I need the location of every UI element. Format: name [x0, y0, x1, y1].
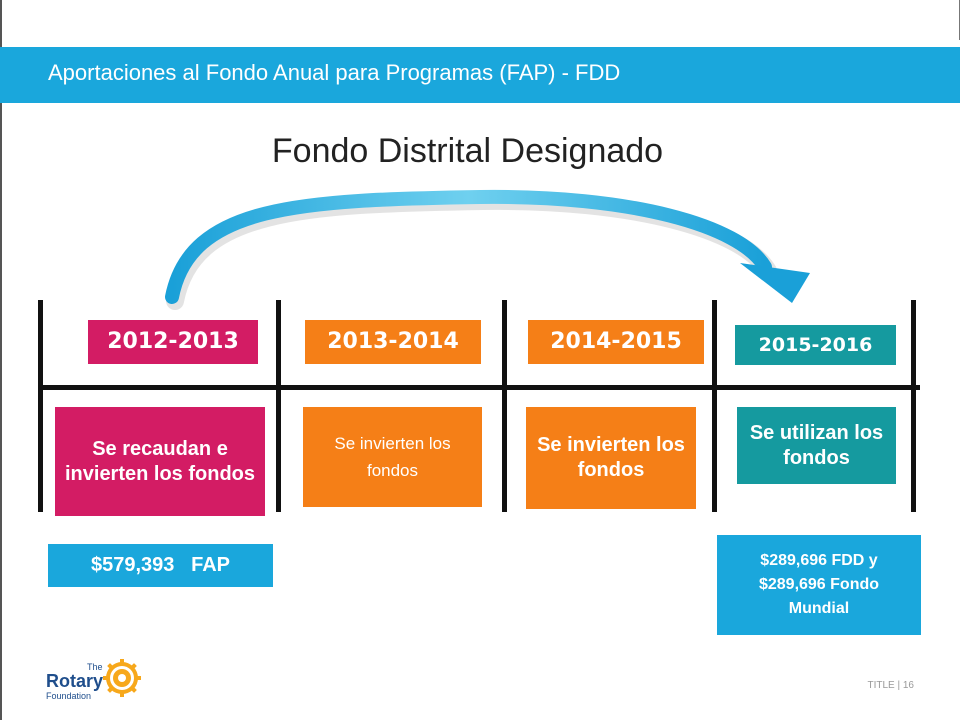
step-invest-2013: Se invierten los fondos [303, 407, 482, 507]
slide-left-border [0, 0, 2, 720]
year-label-2014-2015: 2014-2015 [528, 320, 704, 364]
rotary-foundation-logo: The Rotary Foundation [44, 658, 148, 709]
amount-fdd-world-fund: $289,696 FDD y $289,696 Fondo Mundial [717, 535, 921, 635]
year-label-2013-2014: 2013-2014 [305, 320, 481, 364]
step-collect-invest: Se recaudan e invierten los fondos [55, 407, 265, 516]
header-title: Aportaciones al Fondo Anual para Program… [48, 60, 621, 85]
timeline-divider [502, 300, 507, 512]
step-use-funds: Se utilizan los fondos [737, 407, 896, 484]
slide-number: TITLE | 16 [867, 680, 914, 691]
timeline-divider [276, 300, 281, 512]
rotary-wheel-icon [103, 659, 141, 697]
header-bar [0, 47, 960, 103]
timeline-divider [712, 300, 717, 512]
timeline-divider [38, 300, 43, 512]
logo-rotary: Rotary [46, 671, 104, 691]
year-label-2015-2016: 2015-2016 [735, 325, 896, 365]
step-invest-2014: Se invierten los fondos [526, 407, 696, 509]
logo-the: The [87, 662, 103, 672]
year-label-2012-2013: 2012-2013 [88, 320, 258, 364]
timeline-axis [38, 385, 920, 390]
main-title: Fondo Distrital Designado [271, 132, 664, 170]
timeline-divider [911, 300, 916, 512]
curved-arrow-icon [165, 189, 810, 310]
amount-fap: $579,393 FAP [48, 544, 273, 587]
logo-foundation: Foundation [46, 691, 92, 701]
